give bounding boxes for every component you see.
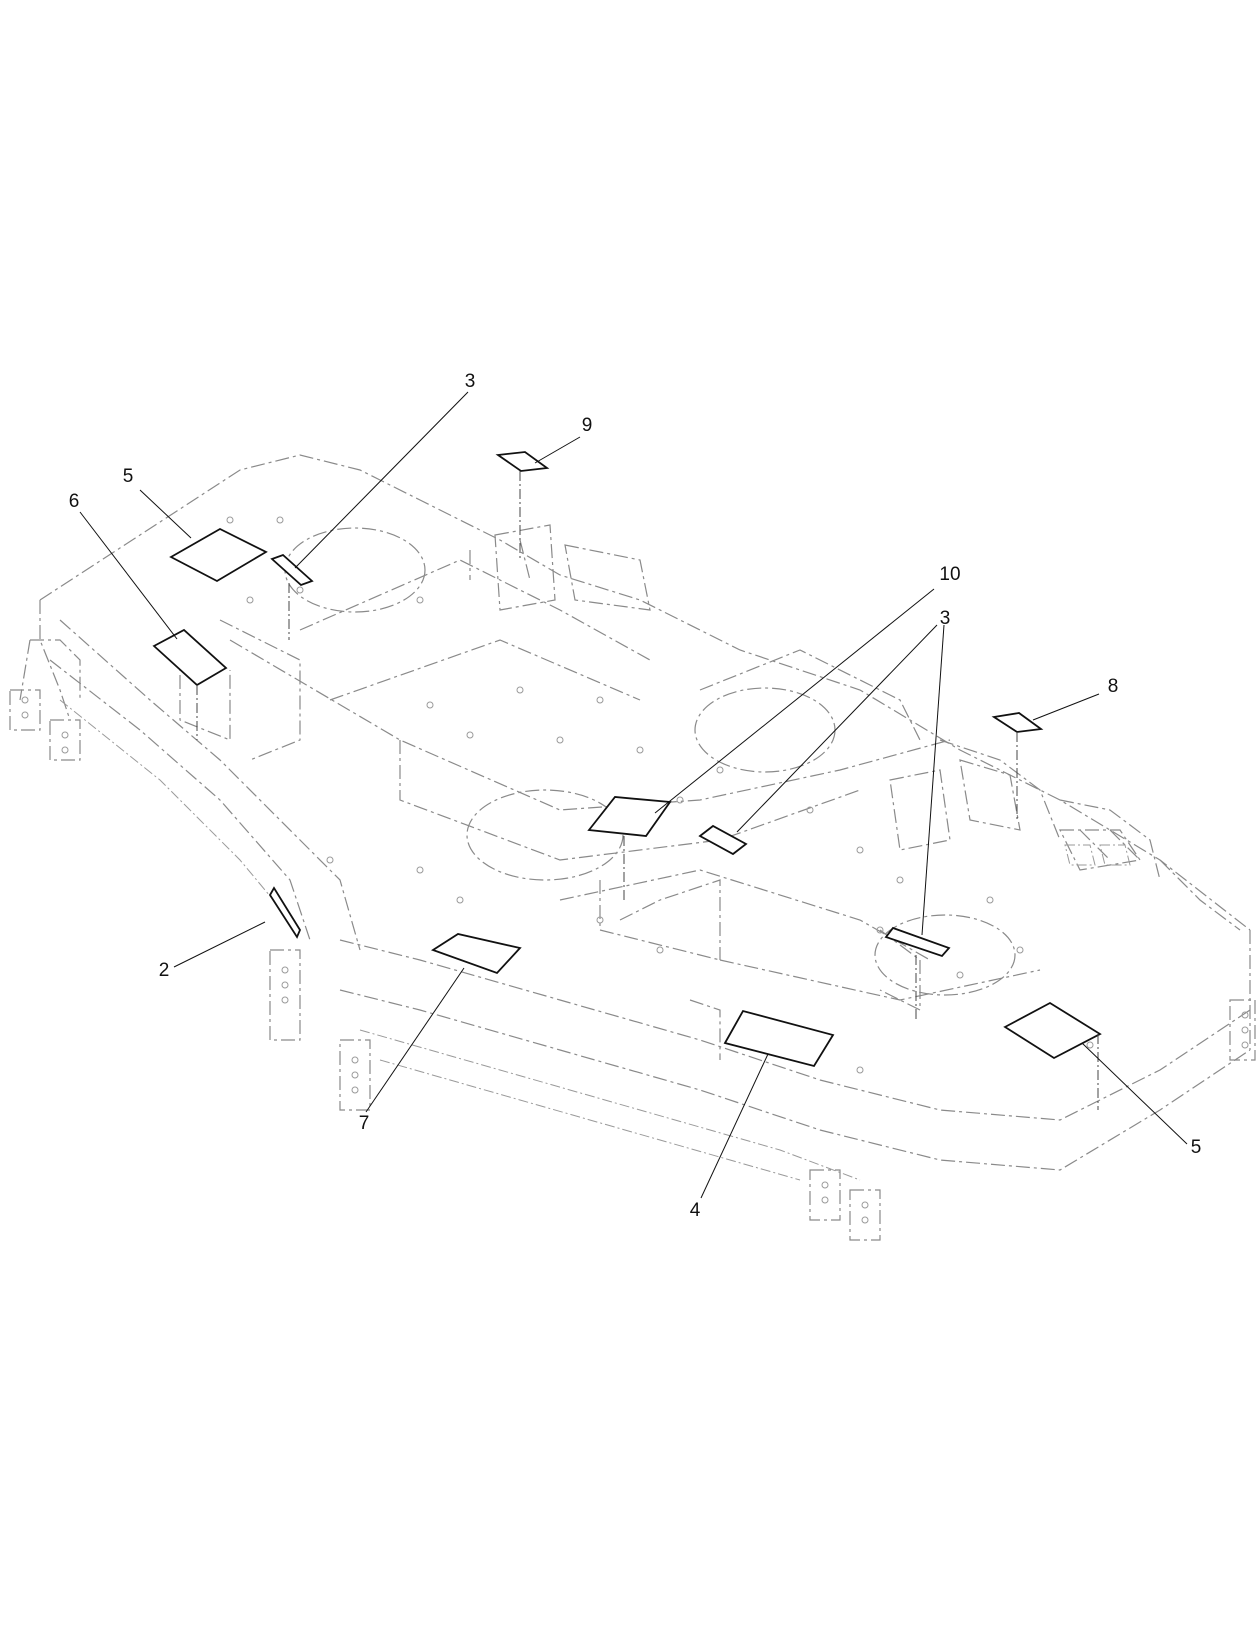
callout-6: 6 xyxy=(69,491,80,512)
callout-8: 8 xyxy=(1108,676,1119,697)
callout-2: 2 xyxy=(159,960,170,981)
mounting-drop-lines xyxy=(196,471,1099,1110)
callout-10: 10 xyxy=(939,564,960,585)
callout-3-left: 3 xyxy=(465,371,476,392)
decal-7 xyxy=(430,933,522,975)
decal-8 xyxy=(991,712,1044,733)
decal-3-right xyxy=(884,926,951,958)
callout-5-right: 5 xyxy=(1191,1137,1202,1158)
decal-3-center xyxy=(698,824,748,856)
callout-labels: 3 9 5 6 10 3 8 2 7 4 5 xyxy=(69,371,1202,1221)
decal-5-right xyxy=(1003,1001,1102,1060)
decals xyxy=(152,451,1102,1068)
mower-deck-outline xyxy=(9,454,1256,1241)
leader-lines xyxy=(79,391,1188,1199)
callout-3-right: 3 xyxy=(940,608,951,629)
decal-10 xyxy=(587,796,672,837)
callout-4: 4 xyxy=(690,1200,701,1221)
decal-3-left-rear xyxy=(270,553,314,587)
decal-4 xyxy=(723,1009,835,1068)
callout-7: 7 xyxy=(359,1113,370,1134)
decal-2 xyxy=(268,886,302,939)
callout-5-left: 5 xyxy=(123,466,134,487)
callout-9: 9 xyxy=(582,415,593,436)
decal-6 xyxy=(152,628,228,687)
decal-5-left xyxy=(169,527,268,583)
decal-9 xyxy=(495,451,550,472)
